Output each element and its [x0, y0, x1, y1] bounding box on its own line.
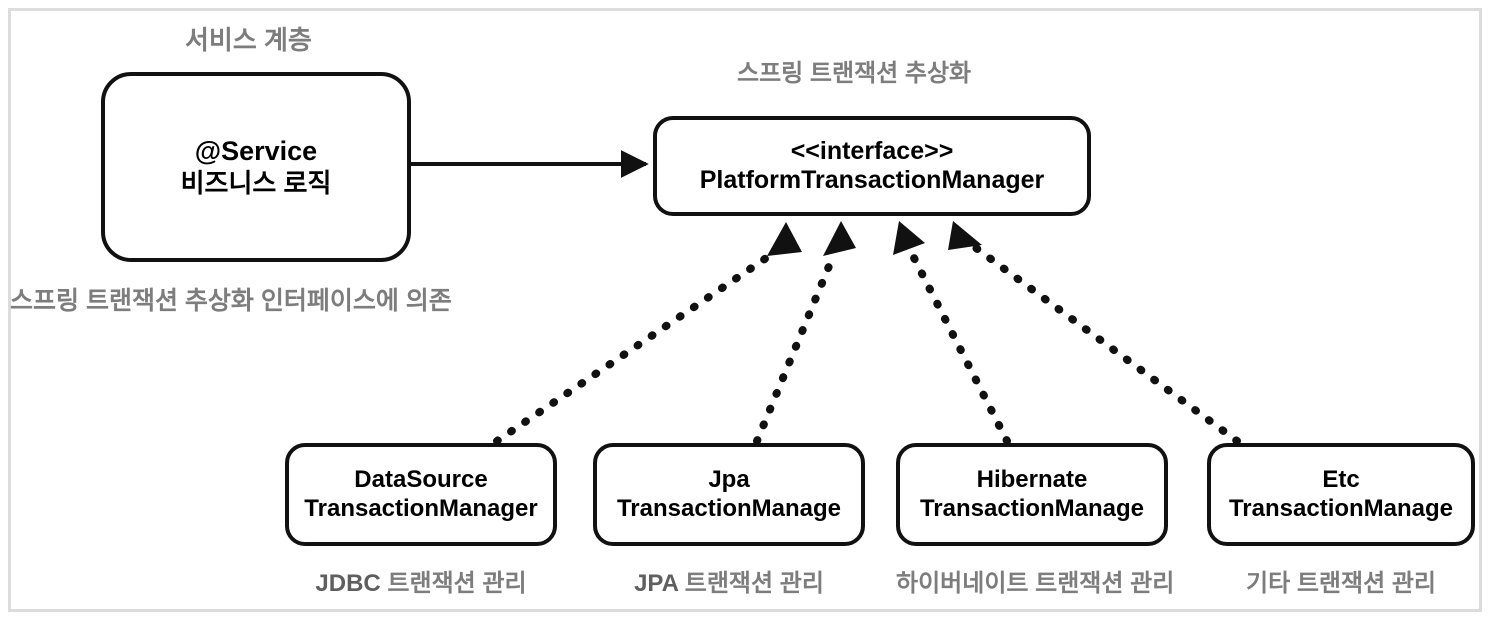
node-service-line1: @Service: [194, 135, 318, 166]
node-hibernate-transaction-manager[interactable]: Hibernate TransactionManage: [896, 443, 1168, 546]
node-jpa-line1: Jpa: [708, 466, 750, 494]
caption-jdbc-strong: JDBC: [315, 570, 381, 597]
caption-hibernate-transaction-management: 하이버네이트 트랜잭션 관리: [896, 563, 1174, 598]
node-platform-transaction-manager[interactable]: <<interface>> PlatformTransactionManager: [653, 116, 1091, 216]
node-etc-line2: TransactionManage: [1228, 494, 1454, 522]
node-ds-line2: TransactionManager: [304, 494, 538, 522]
caption-jdbc-transaction-management: JDBC 트랜잭션 관리: [285, 563, 557, 598]
node-service[interactable]: @Service 비즈니스 로직: [101, 72, 411, 262]
caption-depends-on-abstraction: 스프링 트랜잭션 추상화 인터페이스에 의존: [10, 287, 452, 315]
node-interface-stereotype: <<interface>>: [790, 136, 954, 165]
node-etc-line1: Etc: [1322, 466, 1360, 494]
caption-jdbc-rest: 트랜잭션 관리: [380, 570, 527, 597]
node-jpa-line2: TransactionManage: [616, 494, 842, 522]
caption-jpa-transaction-management: JPA 트랜잭션 관리: [593, 563, 865, 598]
caption-service-layer: 서비스 계층: [185, 25, 312, 55]
caption-jpa-strong: JPA: [634, 570, 679, 597]
node-datasource-transaction-manager[interactable]: DataSource TransactionManager: [285, 443, 557, 546]
caption-etc-transaction-management: 기타 트랜잭션 관리: [1207, 563, 1475, 598]
node-hib-line1: Hibernate: [976, 466, 1088, 494]
caption-etc-rest: 기타 트랜잭션 관리: [1246, 570, 1436, 597]
caption-hib-rest: 하이버네이트 트랜잭션 관리: [896, 570, 1175, 597]
node-service-line2: 비즈니스 로직: [180, 167, 332, 198]
node-etc-transaction-manager[interactable]: Etc TransactionManage: [1207, 443, 1475, 546]
node-hib-line2: TransactionManage: [919, 494, 1145, 522]
caption-spring-transaction-abstraction: 스프링 트랜잭션 추상화: [737, 60, 972, 87]
node-interface-name: PlatformTransactionManager: [699, 166, 1045, 194]
caption-jpa-rest: 트랜잭션 관리: [678, 570, 824, 597]
node-jpa-transaction-manager[interactable]: Jpa TransactionManage: [593, 443, 865, 546]
node-ds-line1: DataSource: [354, 466, 488, 494]
